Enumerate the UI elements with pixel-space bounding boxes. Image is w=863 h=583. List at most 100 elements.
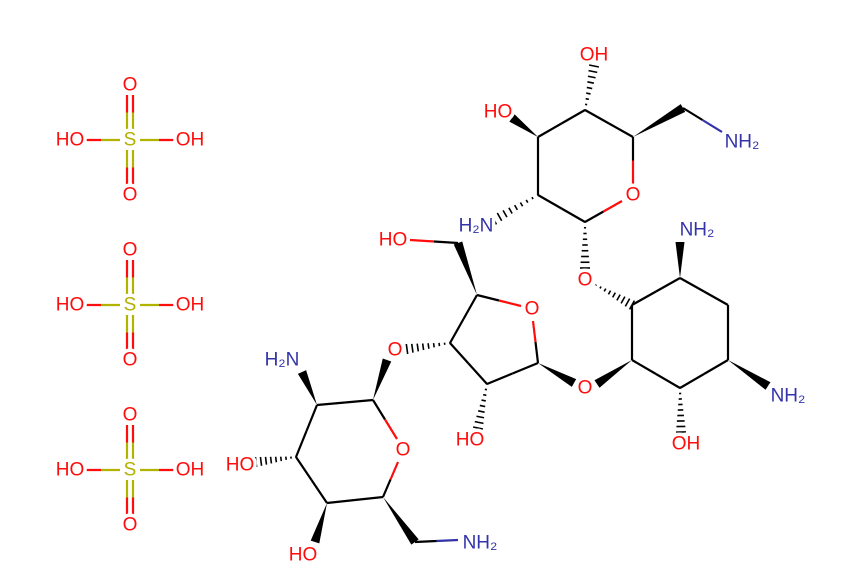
atom-hydroxyl: OH: [580, 45, 609, 66]
atom-amine: NH₂: [463, 533, 498, 554]
atom-oxygen: O: [123, 405, 138, 426]
single-bond: [414, 539, 437, 544]
atom-hydroxyl: HO: [56, 460, 85, 481]
atom-oxygen: O: [123, 350, 138, 371]
hashed-bond: [620, 296, 626, 304]
hashed-bond: [479, 404, 486, 408]
single-bond: [354, 495, 384, 502]
hashed-bond: [269, 456, 273, 464]
atom-glycosidic-oxygen: O: [578, 270, 593, 291]
atom-oxygen: O: [123, 75, 138, 96]
atom-ring-oxygen: O: [626, 185, 641, 206]
single-bond: [679, 277, 705, 293]
single-bond: [701, 119, 723, 133]
atom-oxygen: O: [123, 240, 138, 261]
hashed-bond: [525, 199, 529, 204]
atom-ring-oxygen: O: [525, 299, 540, 320]
hashed-bond: [616, 294, 621, 301]
hashed-bond: [259, 456, 263, 466]
atom-hydroxyl: HO: [456, 430, 485, 451]
hashed-bond: [588, 69, 598, 74]
atom-hydroxyl: HO: [484, 102, 513, 123]
atom-amine: H₂N: [265, 350, 300, 371]
hashed-bond: [472, 426, 484, 430]
wedge-bond: [297, 370, 317, 405]
atom-sulfur: S: [124, 295, 137, 316]
atom-hydroxyl: HO: [289, 545, 318, 566]
single-bond: [631, 290, 657, 306]
hashed-bond: [607, 290, 612, 295]
hashed-bond: [432, 342, 435, 348]
single-bond: [703, 359, 729, 375]
hashed-bond: [477, 410, 485, 413]
atom-sulfur: S: [124, 460, 137, 481]
single-bond: [476, 293, 500, 302]
wedge-bond: [453, 241, 477, 295]
atom-glycosidic-oxygen: O: [388, 340, 403, 361]
wedge-bond: [373, 358, 392, 400]
hashed-bond: [519, 202, 524, 207]
atom-hydroxyl: OH: [176, 460, 205, 481]
hashed-bond: [405, 343, 409, 355]
single-bond: [682, 107, 704, 121]
hashed-bond: [474, 420, 484, 425]
atom-oxygen: O: [123, 515, 138, 536]
single-bond: [436, 538, 459, 543]
single-bond: [703, 290, 729, 306]
hashed-bond: [264, 456, 268, 465]
single-bond: [295, 456, 313, 481]
atom-amine: NH₂: [771, 386, 806, 407]
atom-hydroxyl: OH: [176, 130, 205, 151]
atom-amine: NH₂: [725, 132, 760, 153]
hashed-bond: [427, 343, 430, 349]
single-bond: [498, 299, 522, 308]
hashed-bond: [482, 393, 487, 397]
hashed-bond: [588, 64, 600, 68]
wedge-bond: [728, 360, 771, 390]
hashed-bond: [502, 209, 508, 218]
single-bond: [608, 122, 634, 138]
hashed-bond: [599, 286, 602, 289]
hashed-bond: [587, 81, 595, 84]
single-bond: [655, 277, 681, 293]
atom-hydroxyl: HO: [379, 230, 408, 251]
atom-hydroxyl: HO: [226, 455, 255, 476]
single-bond: [631, 359, 657, 375]
single-bond: [584, 210, 605, 223]
wedge-bond: [633, 104, 686, 137]
atom-glycosidic-oxygen: O: [578, 378, 593, 399]
single-bond: [449, 318, 465, 344]
hashed-bond: [254, 456, 258, 468]
hashed-bond: [496, 212, 503, 222]
single-bond: [409, 238, 435, 243]
atom-hydroxyl: HO: [56, 295, 85, 316]
hashed-bond: [603, 288, 607, 292]
bonds: [82, 64, 771, 545]
hashed-bond: [481, 399, 486, 402]
wedge-bond: [383, 497, 419, 545]
hashed-bond: [476, 415, 485, 419]
wedge-bond: [675, 242, 685, 278]
single-bond: [326, 498, 356, 505]
single-bond: [316, 401, 346, 407]
atom-hydroxyl: OH: [176, 295, 205, 316]
hashed-bond: [587, 75, 596, 79]
hashed-bond: [274, 456, 278, 463]
hashed-bond: [410, 343, 414, 353]
atom-labels: HO S OH O O HO S OH O O HO S OH O O OH H…: [52, 41, 809, 569]
hashed-bond: [624, 298, 631, 307]
single-bond: [584, 109, 610, 125]
single-bond: [679, 373, 705, 389]
single-bond: [486, 372, 513, 386]
single-bond: [537, 194, 563, 210]
single-bond: [560, 109, 586, 125]
hashed-bond: [416, 343, 420, 352]
atom-amine: H₂N: [459, 216, 494, 237]
hashed-bond: [508, 207, 513, 214]
wedge-bond: [509, 114, 538, 137]
single-bond: [294, 430, 308, 458]
hashed-bond: [531, 196, 534, 200]
hashed-bond: [585, 97, 590, 101]
single-bond: [602, 200, 623, 213]
